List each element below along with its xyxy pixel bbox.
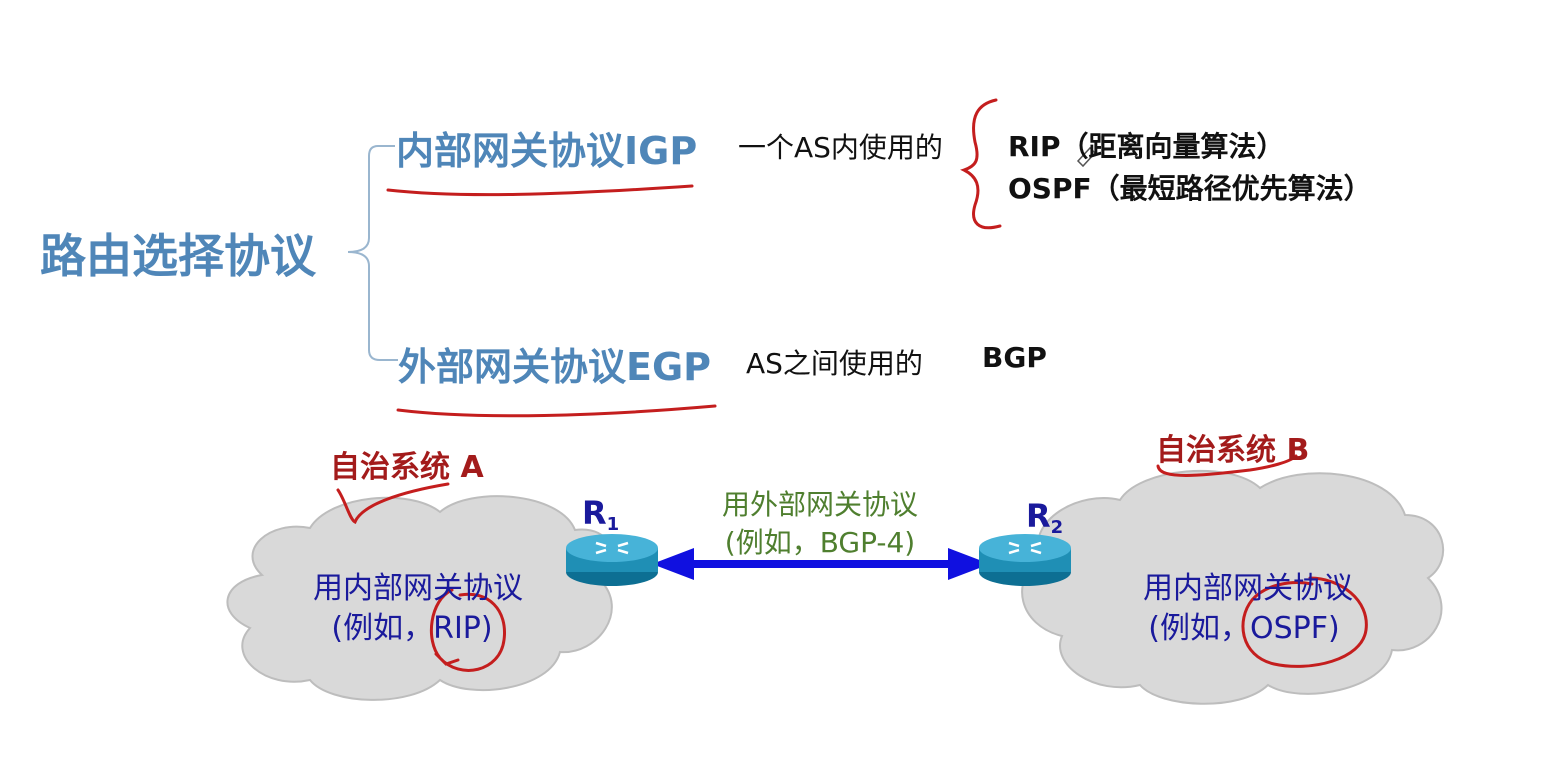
router-r2-label: R2 xyxy=(1026,497,1063,538)
pen-cursor-icon xyxy=(1076,146,1097,168)
underline-as-a xyxy=(336,482,450,524)
cloud-as-b xyxy=(1021,469,1445,705)
router-r1-name: R xyxy=(582,494,607,532)
underline-as-b xyxy=(1156,454,1298,477)
classification-bracket xyxy=(347,145,398,361)
underline-igp xyxy=(386,184,694,197)
router-r2-subscript: 2 xyxy=(1050,517,1064,538)
routing-protocols-title: 路由选择协议 xyxy=(40,229,316,283)
as-b-text-line2: (例如，OSPF) xyxy=(1148,611,1340,646)
egp-protocol-bgp: BGP xyxy=(982,341,1047,374)
igp-description: 一个AS内使用的 xyxy=(738,131,943,164)
curly-brace-annotation xyxy=(960,98,1002,230)
egp-title: 外部网关协议EGP xyxy=(398,345,711,389)
router-r2-name: R xyxy=(1026,497,1051,535)
link-note-line1: 用外部网关协议 xyxy=(721,488,918,521)
as-a-label: 自治系统 A xyxy=(330,450,484,485)
egp-description: AS之间使用的 xyxy=(746,347,923,380)
igp-protocol-rip: RIP（距离向量算法） xyxy=(1008,130,1285,163)
router-r2-icon xyxy=(979,534,1071,586)
as-b-label: 自治系统 B xyxy=(1156,433,1310,468)
router-r1-subscript: 1 xyxy=(606,514,620,535)
circle-rip xyxy=(429,588,506,672)
as-a-text-line1: 用内部网关协议 xyxy=(313,571,523,606)
circle-ospf xyxy=(1241,576,1368,668)
bgp-link-arrow xyxy=(652,548,990,580)
igp-title: 内部网关协议IGP xyxy=(396,129,698,173)
router-r1-label: R1 xyxy=(582,494,619,535)
as-a-text-line2: (例如，RIP) xyxy=(331,611,493,646)
underline-egp xyxy=(396,404,717,418)
as-b-text-line1: 用内部网关协议 xyxy=(1143,571,1353,606)
igp-protocol-ospf: OSPF（最短路径优先算法） xyxy=(1008,172,1372,205)
router-r1-icon xyxy=(566,534,658,586)
cloud-as-a xyxy=(226,495,614,701)
link-note-line2: (例如，BGP-4) xyxy=(724,526,916,559)
